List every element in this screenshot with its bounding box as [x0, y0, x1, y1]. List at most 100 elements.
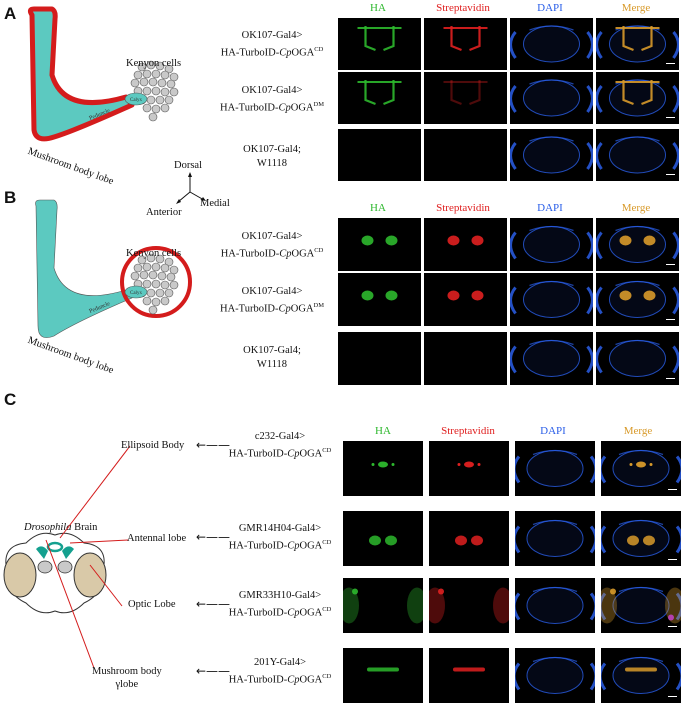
- image-c-row4-dapi: [515, 648, 595, 703]
- image-c-row1-merge: [601, 441, 681, 496]
- panel-letter-c: C: [4, 390, 17, 409]
- col-head-strep-a: Streptavidin: [436, 2, 490, 14]
- scale-bar: [668, 695, 677, 697]
- image-c-row2-dapi: [515, 511, 595, 566]
- image-a-row1-merge: [596, 18, 679, 70]
- scale-bar: [668, 488, 677, 490]
- axis-dorsal-label: Dorsal: [174, 160, 202, 171]
- region-ellipsoid-body: Ellipsoid Body: [121, 440, 185, 451]
- image-c-row3-merge: [601, 578, 681, 633]
- calyx-label-b: Calyx: [130, 291, 142, 296]
- orientation-axes: [176, 172, 206, 204]
- image-c-row1-dapi: [515, 441, 595, 496]
- kenyon-cells-a: [130, 60, 179, 122]
- image-b-row2-streptavidin: [424, 273, 507, 326]
- col-head-dapi-b: DAPI: [537, 202, 563, 214]
- image-b-row1-dapi: [510, 218, 593, 271]
- image-b-row1-ha: [338, 218, 421, 271]
- lobe-shape-a: [27, 6, 135, 142]
- row-label-c-3: GMR33H10-Gal4> HA-TurboID-CpOGACD: [228, 590, 332, 619]
- image-c-row3-ha: [343, 578, 423, 633]
- image-b-row2-merge: [596, 273, 679, 326]
- lobe-shape-b: [35, 199, 133, 338]
- kenyon-label-a: Kenyon cells: [126, 58, 182, 69]
- col-head-strep-c: Streptavidin: [441, 425, 495, 437]
- calyx-a: [124, 92, 148, 106]
- image-c-row3-streptavidin: [429, 578, 509, 633]
- col-head-merge-c: Merge: [623, 425, 653, 437]
- image-a-row2-streptavidin: [424, 72, 507, 124]
- col-head-dapi-a: DAPI: [537, 2, 563, 14]
- image-c-row4-merge: [601, 648, 681, 703]
- scale-bar: [666, 263, 675, 265]
- col-head-merge-a: Merge: [621, 2, 651, 14]
- scale-bar: [666, 318, 675, 320]
- image-a-row1-streptavidin: [424, 18, 507, 70]
- row-label-c-4: 201Y-Gal4> HA-TurboID-CpOGACD: [228, 657, 332, 686]
- row-label-c-2: GMR14H04-Gal4> HA-TurboID-CpOGACD: [228, 523, 332, 552]
- row-label-c-1: c232-Gal4> HA-TurboID-CpOGACD: [228, 431, 332, 460]
- image-b-row1-merge: [596, 218, 679, 271]
- image-a-row3-streptavidin: [424, 129, 507, 181]
- mushroom-body-diagram-a: Calyx Peduncle: [27, 6, 179, 142]
- image-b-row1-streptavidin: [424, 218, 507, 271]
- panel-letter-a: A: [4, 4, 17, 23]
- drosophila-brain-diagram: [3, 532, 107, 614]
- optic-lobe-left: [3, 552, 37, 598]
- mushroom-body-right: [62, 546, 74, 559]
- col-head-ha-a: HA: [370, 2, 386, 14]
- image-a-row3-merge: [596, 129, 679, 181]
- image-a-row1-ha: [338, 18, 421, 70]
- axis-anterior-label: Anterior: [146, 207, 182, 218]
- image-c-row2-streptavidin: [429, 511, 509, 566]
- antennal-lobe-right: [57, 560, 73, 574]
- arrow-optic: ←——: [196, 597, 231, 611]
- col-head-strep-b: Streptavidin: [436, 202, 490, 214]
- calyx-label-a: Calyx: [130, 98, 142, 103]
- axis-medial-label: Medial: [200, 198, 230, 209]
- scale-bar: [666, 62, 675, 64]
- image-b-row3-dapi: [510, 332, 593, 385]
- row-label-b-2: OK107-Gal4> HA-TurboID-CpOGADM: [219, 286, 325, 315]
- image-a-row2-ha: [338, 72, 421, 124]
- row-label-a-1: OK107-Gal4> HA-TurboID-CpOGACD: [220, 30, 324, 59]
- scale-bar: [666, 173, 675, 175]
- calyx-b: [124, 285, 148, 299]
- image-c-row3-dapi: [515, 578, 595, 633]
- mushroom-body-diagram-b: Calyx Peduncle: [35, 199, 192, 338]
- image-c-row1-ha: [343, 441, 423, 496]
- kenyon-cells-b: [130, 253, 179, 315]
- col-head-dapi-c: DAPI: [540, 425, 566, 437]
- image-a-row2-dapi: [510, 72, 593, 124]
- row-label-a-3: OK107-Gal4; W1118: [243, 144, 301, 169]
- image-c-row4-streptavidin: [429, 648, 509, 703]
- region-antennal-lobe: Antennal lobe: [127, 533, 187, 544]
- col-head-merge-b: Merge: [621, 202, 651, 214]
- image-c-row4-ha: [343, 648, 423, 703]
- scale-bar: [668, 625, 677, 627]
- image-c-row2-ha: [343, 511, 423, 566]
- image-b-row2-ha: [338, 273, 421, 326]
- row-label-b-1: OK107-Gal4> HA-TurboID-CpOGACD: [220, 231, 324, 260]
- scale-bar: [666, 116, 675, 118]
- image-b-row3-ha: [338, 332, 421, 385]
- region-optic-lobe: Optic Lobe: [128, 599, 176, 610]
- col-head-ha-c: HA: [375, 425, 391, 437]
- arrow-mushroom: ←——: [196, 664, 231, 678]
- image-a-row2-merge: [596, 72, 679, 124]
- arrow-antennal: ←——: [196, 530, 231, 544]
- antennal-lobe-left: [37, 560, 53, 574]
- region-mushroom-body: Mushroom body γlobe: [92, 666, 162, 690]
- scale-bar: [668, 558, 677, 560]
- kenyon-highlight-b: [120, 246, 192, 318]
- image-b-row2-dapi: [510, 273, 593, 326]
- panel-letter-b: B: [4, 188, 17, 207]
- image-c-row1-streptavidin: [429, 441, 509, 496]
- optic-lobe-right: [73, 552, 107, 598]
- region-leader-lines: [45, 445, 131, 669]
- image-a-row3-dapi: [510, 129, 593, 181]
- image-a-row3-ha: [338, 129, 421, 181]
- image-b-row3-streptavidin: [424, 332, 507, 385]
- col-head-ha-b: HA: [370, 202, 386, 214]
- brain-label: Drosophila Brain: [24, 522, 98, 533]
